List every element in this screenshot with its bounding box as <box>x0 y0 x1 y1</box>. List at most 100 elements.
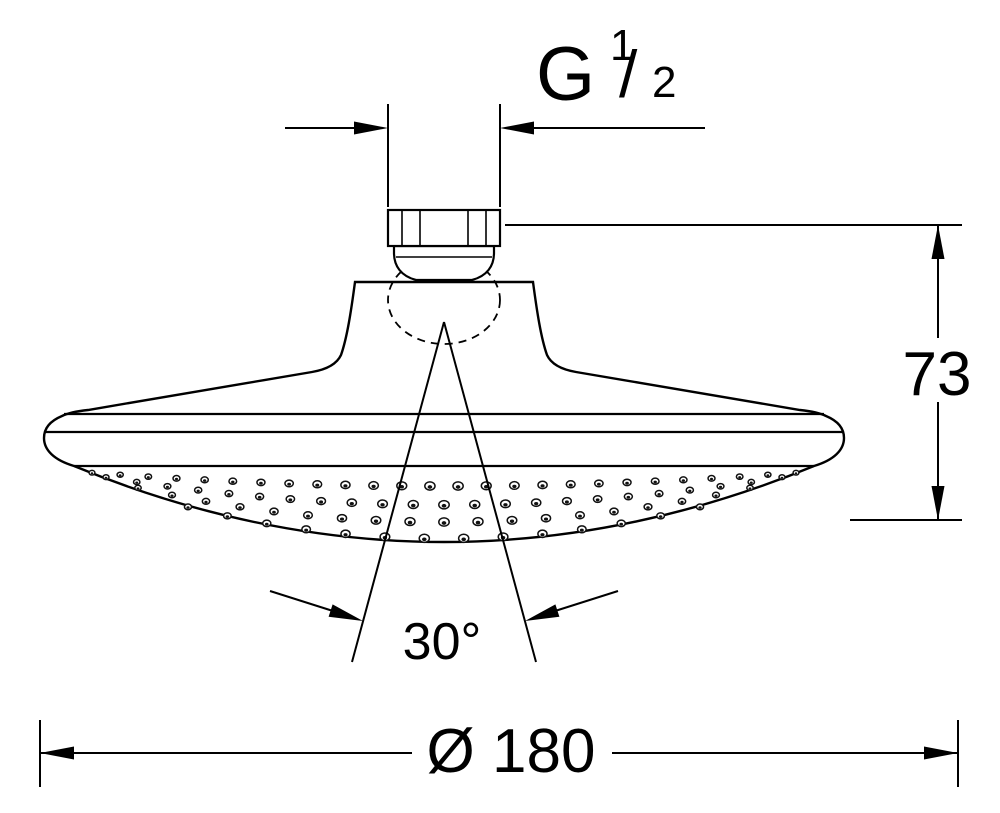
nozzle-dot-center <box>90 472 94 475</box>
nozzle-dot-center <box>543 517 549 521</box>
nozzle-dot-center <box>104 476 108 479</box>
nozzle-dot-center <box>204 500 208 504</box>
angle-pointer-left <box>269 590 334 612</box>
nozzle-dot-center <box>380 503 385 507</box>
nozzle-dot-center <box>306 514 310 518</box>
nozzle-dot-center <box>227 492 231 496</box>
nozzle-dot-center <box>259 481 263 485</box>
nozzle-dot-center <box>658 515 663 518</box>
label-backplate <box>412 712 612 786</box>
arrowhead-down-right-icon <box>328 604 363 621</box>
nozzle-dot-center <box>225 515 230 518</box>
thread-dimension: G 1 / 2 <box>285 21 705 207</box>
arrowhead-left-icon <box>40 746 74 760</box>
nozzle-dot-center <box>288 498 293 502</box>
nozzle-dot-center <box>339 517 345 521</box>
nozzle-dot-center <box>315 483 320 487</box>
head-silhouette <box>42 280 846 544</box>
diameter-label: Ø 180 <box>427 717 596 786</box>
nozzle-dot-center <box>349 501 354 506</box>
nozzle-dot-center <box>170 494 174 497</box>
nozzle-dot-center <box>646 506 650 509</box>
nozzle-dot-center <box>681 479 685 482</box>
nozzle-dot-center <box>657 492 661 496</box>
thread-size-label: G 1 / 2 <box>536 21 676 117</box>
nozzle-dot-center <box>619 522 624 526</box>
spray-nozzles <box>88 469 800 544</box>
nozzle-dot-center <box>371 484 376 489</box>
nozzle-dot-center <box>534 501 539 506</box>
nozzle-dot-center <box>596 482 601 486</box>
nozzle-dot-center <box>625 481 629 485</box>
nozzle-dot-center <box>714 494 718 497</box>
nozzle-dot-center <box>698 506 702 509</box>
diameter-dimension: Ø 180 <box>39 712 959 787</box>
nozzle-dot-center <box>231 480 235 484</box>
thread-label-slash: / <box>619 37 638 111</box>
nozzle-dot-center <box>579 528 584 532</box>
nozzle-dot-center <box>512 484 517 489</box>
arrowhead-up-icon <box>931 225 945 259</box>
nozzle-dot-center <box>749 481 753 484</box>
label-backplate <box>900 338 974 402</box>
connector-nut <box>386 208 502 248</box>
nozzle-dot-center <box>373 519 379 523</box>
connector-flange <box>392 244 496 282</box>
nozzle-dot-center <box>709 477 714 481</box>
nozzle-dot-center <box>794 472 798 475</box>
arrowhead-down-icon <box>931 486 945 520</box>
spray-angle-annotation: 30° <box>269 321 619 671</box>
nozzle-dot-center <box>455 485 461 489</box>
nozzle-dot-center <box>441 503 447 508</box>
nozzle-dot-center <box>719 485 723 489</box>
nozzle-dot-center <box>135 481 139 484</box>
angle-label: 30° <box>403 613 482 671</box>
nozzle-dot-center <box>626 495 631 499</box>
nozzle-dot-center <box>272 510 276 514</box>
nozzle-dot-center <box>475 520 481 525</box>
nozzle-dot-center <box>422 537 427 542</box>
nozzle-dot-center <box>411 503 416 508</box>
nozzle-dot-center <box>441 521 447 525</box>
nozzle-dot-center <box>595 498 600 502</box>
nozzle-dot-center <box>257 495 262 499</box>
nozzle-dot-center <box>118 474 122 477</box>
nozzle-dot-center <box>136 487 140 490</box>
angle-line-left <box>351 321 445 663</box>
thread-label-numerator: 1 <box>610 21 634 70</box>
arrowhead-left-icon <box>500 121 534 135</box>
nozzle-dot-center <box>146 476 150 479</box>
nozzle-dot-center <box>748 487 752 490</box>
nozzle-dot-center <box>578 514 582 518</box>
nozzle-dot-center <box>472 503 477 508</box>
nozzle-dot-center <box>564 500 569 504</box>
nozzle-dot-center <box>540 484 545 488</box>
nozzle-dot-center <box>427 485 433 489</box>
nozzle-dot-center <box>653 480 657 484</box>
nozzle-dot-center <box>343 484 348 488</box>
angle-pointer-right <box>554 590 619 612</box>
nozzle-dot-center <box>319 500 324 504</box>
nozzle-dot-center <box>688 489 692 493</box>
angle-line-right <box>443 321 537 663</box>
nozzle-dot-center <box>766 474 770 477</box>
nozzle-dot-center <box>186 506 190 509</box>
nozzle-dot-center <box>568 483 573 487</box>
nozzle-dot-center <box>461 537 466 542</box>
nozzle-dot-center <box>196 489 200 493</box>
arrowhead-down-left-icon <box>525 604 560 621</box>
nozzle-dot-center <box>612 510 616 514</box>
nozzle-dot-center <box>238 506 242 509</box>
nozzle-dot-center <box>203 479 207 482</box>
nozzle-dot-center <box>503 503 508 507</box>
ball-joint-dashed-circle <box>387 255 501 345</box>
nozzle-dot-center <box>540 533 545 537</box>
thread-label-g: G <box>536 32 595 117</box>
arrowhead-right-icon <box>924 746 958 760</box>
nozzle-dot-center <box>407 520 413 525</box>
height-label: 73 <box>903 340 972 409</box>
thread-label-denominator: 2 <box>652 58 676 107</box>
shower-head <box>42 208 846 544</box>
